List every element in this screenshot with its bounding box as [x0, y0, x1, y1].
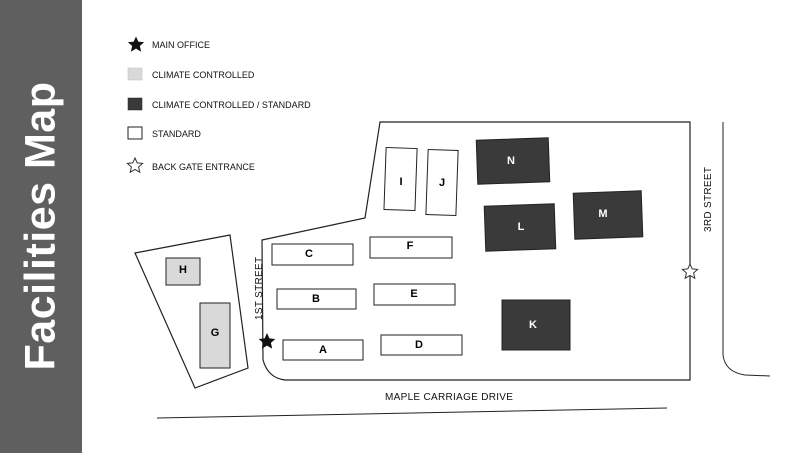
- building-A: A: [282, 339, 364, 361]
- building-A-footprint: [282, 339, 364, 361]
- back-gate-legend-icon: [126, 156, 144, 174]
- building-M-footprint: [572, 190, 644, 240]
- building-L: L: [483, 203, 557, 252]
- building-B-label: B: [312, 293, 320, 305]
- building-F-footprint: [369, 236, 453, 259]
- building-F: F: [369, 236, 453, 259]
- building-D: D: [380, 334, 463, 356]
- building-C: C: [271, 243, 354, 266]
- building-J-footprint: [425, 148, 459, 217]
- building-D-label: D: [415, 339, 423, 351]
- building-G-label: G: [211, 327, 220, 339]
- building-L-label: L: [518, 221, 525, 233]
- third-street-line: [722, 122, 771, 377]
- legend-label-main-office: MAIN OFFICE: [152, 40, 210, 50]
- standard-swatch: [127, 126, 143, 140]
- climate-standard-swatch: [127, 97, 143, 111]
- building-E: E: [373, 283, 456, 306]
- legend-label-climate-controlled: CLIMATE CONTROLLED: [152, 70, 255, 80]
- building-J: J: [425, 148, 459, 217]
- back-gate-marker-icon: [681, 262, 699, 280]
- building-G: G: [199, 302, 231, 369]
- building-B: B: [276, 288, 357, 310]
- legend-label-back-gate: BACK GATE ENTRANCE: [152, 162, 255, 172]
- building-F-label: F: [407, 240, 414, 252]
- building-E-footprint: [373, 283, 456, 306]
- building-C-label: C: [305, 248, 313, 260]
- building-K-footprint: [501, 299, 571, 351]
- building-N: N: [475, 137, 551, 185]
- first-street-label: 1ST STREET: [254, 257, 265, 320]
- maple-drive-line: [156, 407, 668, 419]
- building-J-label: J: [439, 177, 445, 189]
- legend-label-standard: STANDARD: [152, 129, 201, 139]
- building-L-footprint: [483, 203, 557, 252]
- building-A-label: A: [319, 344, 327, 356]
- building-G-footprint: [199, 302, 231, 369]
- building-N-footprint: [475, 137, 551, 185]
- building-N-label: N: [507, 155, 515, 167]
- main-lot-outline: [261, 121, 691, 381]
- building-M-label: M: [598, 208, 607, 220]
- building-I: I: [383, 146, 418, 212]
- building-D-footprint: [380, 334, 463, 356]
- main-office-marker-icon: [258, 333, 276, 349]
- sidebar: Facilities Map: [0, 0, 82, 453]
- legend-label-climate-standard: CLIMATE CONTROLLED / STANDARD: [152, 100, 311, 110]
- building-M: M: [572, 190, 644, 240]
- maple-drive-label: MAPLE CARRIAGE DRIVE: [385, 392, 513, 403]
- building-E-label: E: [410, 288, 417, 300]
- building-I-footprint: [383, 146, 418, 212]
- building-I-label: I: [399, 176, 402, 188]
- building-H-label: H: [179, 264, 187, 276]
- west-lot-outline: [134, 234, 249, 389]
- building-H-footprint: [165, 257, 201, 286]
- third-street-label: 3RD STREET: [703, 167, 714, 232]
- building-K: K: [501, 299, 571, 351]
- legend: MAIN OFFICE CLIMATE CONTROLLED CLIMATE C…: [126, 36, 311, 174]
- building-C-footprint: [271, 243, 354, 266]
- building-H: H: [165, 257, 201, 286]
- building-K-label: K: [529, 319, 537, 331]
- main-office-legend-icon: [127, 36, 145, 52]
- building-B-footprint: [276, 288, 357, 310]
- climate-controlled-swatch: [127, 67, 143, 81]
